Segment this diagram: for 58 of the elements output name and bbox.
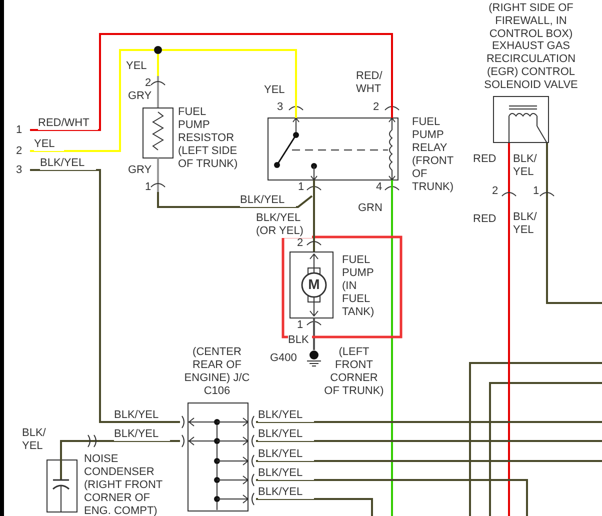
component-label: FUEL PUMP (IN FUEL TANK) (342, 254, 376, 319)
wire (162, 49, 297, 100)
wire (256, 498, 373, 516)
component-label: (RIGHT SIDE OF FIREWALL, IN CONTROL BOX) (488, 2, 574, 41)
motor-letter: M (307, 276, 321, 292)
pin-number: 1 (145, 181, 152, 194)
pin-number: 1 (298, 181, 306, 194)
pin-number: 1 (297, 319, 304, 332)
wire (157, 192, 313, 208)
wire-label: BLK/YEL (OR YEL) (256, 212, 312, 238)
wire-label: YEL (34, 138, 64, 151)
wire-color-label: GRY (128, 164, 153, 177)
wire (256, 460, 602, 462)
component-label: FUEL PUMP RESISTOR (LEFT SIDE OF TRUNK) (178, 106, 238, 171)
wire-label: BLK/YEL (40, 157, 96, 170)
wire (256, 440, 602, 442)
wire-label: BLK/YEL (258, 428, 314, 441)
wire-label: RED/WHT (38, 117, 98, 130)
pin-number: 2 (297, 237, 304, 250)
wire (546, 143, 602, 304)
ground-id: G400 (270, 352, 298, 365)
wire-color-label: BLK/ YEL (513, 153, 538, 179)
wire (391, 196, 393, 516)
wire-label: BLK/YEL (258, 467, 314, 480)
wire (30, 169, 180, 423)
pin-number: 2 (145, 77, 152, 90)
wire (256, 479, 528, 516)
wire (30, 49, 154, 152)
component-label: NOISE CONDENSER (RIGHT FRONT CORNER OF ENG. COMPT) (84, 453, 164, 516)
pin-number: 2 (373, 101, 380, 114)
wire (256, 421, 602, 423)
wire-label: BLK/YEL (114, 428, 170, 441)
terminal-number: 1 (16, 123, 30, 137)
wire (30, 33, 393, 131)
wire (157, 54, 159, 76)
wire-label: BLK/YEL (240, 194, 296, 207)
pin-number: 2 (492, 185, 500, 198)
wire-color-label: BLK/YEL (114, 409, 160, 422)
wire-color-label: RED/ WHT (356, 70, 384, 96)
wire-color-label: GRY (128, 90, 153, 103)
wire-label: BLK/YEL (258, 486, 314, 499)
terminal-number: 3 (16, 163, 30, 177)
wire (60, 440, 180, 458)
wire (313, 196, 315, 232)
wire-color-label: RED (473, 153, 498, 166)
pin-number: 4 (376, 181, 384, 194)
component-label: EXHAUST GAS RECIRCULATION (EGR) CONTROL SOLENOID VALVE (483, 40, 579, 92)
wire-label: BLK/YEL (258, 409, 314, 422)
wire (508, 143, 510, 516)
wire (313, 332, 315, 350)
component-label: FUEL PUMP RELAY (FRONT OF TRUNK) (412, 116, 455, 194)
location-note: (LEFT FRONT CORNER OF TRUNK) (324, 346, 384, 398)
wire-label: BLK/YEL (258, 448, 314, 461)
pin-number: 1 (533, 185, 540, 198)
component-label: (CENTER REAR OF ENGINE) J/C C106 (184, 346, 250, 398)
terminal-number: 2 (16, 144, 30, 158)
wire-color-label: BLK/ YEL (22, 427, 47, 453)
pin-number: 3 (277, 101, 284, 114)
